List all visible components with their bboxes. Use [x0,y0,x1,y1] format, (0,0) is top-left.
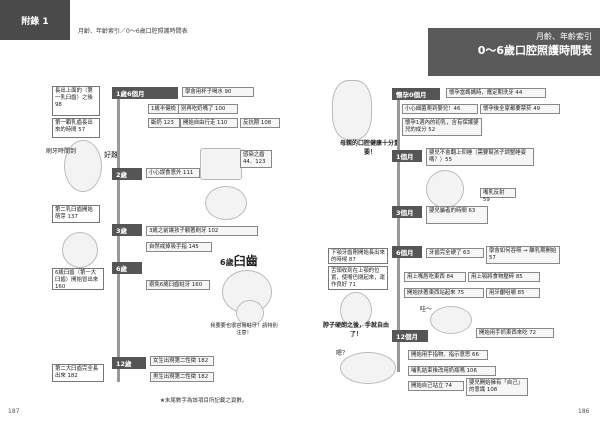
caption-wow: 哇～ [420,306,433,313]
item-awake-time: 嬰兒屬者的時間 63 [426,206,488,224]
tooth-character-illustration [236,300,264,326]
item-lie-down-brush: 3歲之前讓孩子躺著刷牙 102 [146,226,258,236]
note-second-molar-start: 第二乳臼齒開始萌芽 137 [52,205,100,223]
age-pregnancy: 懷孕0個月 [392,88,440,100]
item-no-pacifier: 別再吃奶嘴了 100 [178,104,238,114]
item-gum-chew: 用牙齦咀嚼 85 [486,288,540,298]
age-1m: 1個月 [392,150,422,162]
brushing-illustration [64,140,102,192]
note-first-tooth: 第一顆乳齒長出來的時間 57 [52,118,100,138]
bacteria-illustration [200,148,242,180]
item-avoid-decay: 避免6歲臼齒蛀牙 160 [146,280,210,290]
child-brush-illustration [205,186,247,220]
footnote: ★末尾數字為該項目所記載之頁數。 [160,398,248,404]
decor-6y-main: 臼齒 [233,254,258,268]
item-boy-puberty: 男生出現第二性徵 182 [150,372,214,382]
item-no-smoking: 懷孕後全家都要禁菸 49 [480,104,560,114]
item-stand-holding: 開始扶著東西站起來 75 [404,288,484,298]
age-6m: 6個月 [392,246,422,258]
item-press-food: 用上顎將食物壓碎 85 [468,272,540,282]
handwriting-hard: 好難 [104,151,118,159]
caption-6m: 脖子硬朗之後，手就自由了！ [322,322,389,338]
baby-sitting-illustration [340,292,372,328]
item-stand-alone: 開始自己站立 74 [408,381,464,391]
item-cleaning: 懷孕當媽媽時，應定期洗牙 44 [446,88,546,98]
item-walking: 開始自由行走 110 [180,118,238,128]
item-upper-lip: 用上嘴唇吃東西 84 [404,272,466,282]
decor-6y-badge: 6歲 [220,258,234,267]
item-self-awareness: 嬰兒開始擁有「自己」的意識 108 [466,378,528,396]
handwriting-note: 刷牙時間到 [46,148,77,155]
age-2y: 2歲 [112,168,142,180]
note-second-big-molar: 第二大臼齒完全長出來 182 [52,364,104,382]
speech-6y: 我要要也很容易蛀牙！請特別注意！ [210,323,278,336]
item-pointing: 開始用手指物、指示意思 66 [408,350,488,360]
age-12m: 12個月 [392,330,428,342]
age-3y: 3歲 [112,224,142,236]
baby-crawling-illustration [426,170,464,208]
item-stop-thumb: 自然戒掉吸手指 145 [146,242,212,252]
item-rebellion: 反抗期 108 [240,118,280,128]
item-teeth-hard: 牙齒完全硬了 63 [426,248,484,258]
item-girl-puberty: 女生出現第二性徵 182 [150,356,214,366]
item-swallow-accident: 小心誤食意外 111 [146,168,200,178]
note-lower-teeth: 下顎牙齒剛開始長出來的時候 87 [328,248,388,264]
age-1y6m: 1歲6個月 [112,87,178,99]
dog-baby-illustration [340,352,396,384]
note-tongue: 舌頭收到在上顎的位置，使嘴巴閉起來，運作良好 71 [328,266,388,290]
item-finger-food: 開始用手抓東西來吃 72 [476,328,554,338]
timeline-line-left [117,92,120,382]
item-infected-tooth: 感染之齒 44、123 [240,150,272,168]
appendix-tab: 附錄 1 [0,0,70,40]
age-12y: 12歲 [112,357,146,369]
page-title: 0～6歲口腔照護時間表 [477,44,592,57]
item-weaning: 斷奶 123 [148,118,180,128]
item-cup-drink: 學會用杯子喝水 90 [182,87,254,97]
item-bottle: 哺乳結束後改用奶瓶嗎 106 [408,366,496,376]
item-sucking-reflex: 嘴乳反射 59 [480,188,516,203]
pregnancy-caption: 母親的口腔健康十分重要！ [340,140,401,156]
item-bacteria: 小心細菌爬到嬰兒！46 [402,104,478,114]
note-6y-molar: 6歲臼齒（第一大臼齒）開始冒出來 160 [52,268,104,290]
baby-face-illustration [62,232,98,268]
item-sleep-posture: 嬰兒不會翻上仰睡（需要幫孩子調整睡姿嗎？）55 [426,148,534,166]
mother-illustration [332,80,372,140]
age-3m: 3個月 [392,206,422,218]
item-swallow: 學會如何吞嚥 → 離乳期開始 57 [486,246,560,264]
age-6y: 6歲 [112,262,142,274]
note-first-molar: 長出上面的（第一乳臼齒）之後 98 [52,86,100,116]
timeline-line-right [397,92,400,372]
appendix-tab-label: 附錄 1 [21,16,49,27]
item-colostrum: 懷孕1週內的初乳，含有保護嬰兒的成分 52 [402,118,482,136]
decor-6y-molar-title: 6歲臼齒 [220,252,258,269]
breadcrumb: 月齡、年齡索引／0～6歲口腔照護時間表 [78,28,188,35]
page-number-left: 187 [8,408,20,415]
page-subtitle: 月齡、年齡索引 [536,32,592,41]
baby-eating-illustration [430,306,472,334]
page-title-box: 月齡、年齡索引 0～6歲口腔照護時間表 [428,28,600,76]
page-number-right: 186 [578,408,590,415]
caption-cry: 嗯？ [336,350,349,357]
